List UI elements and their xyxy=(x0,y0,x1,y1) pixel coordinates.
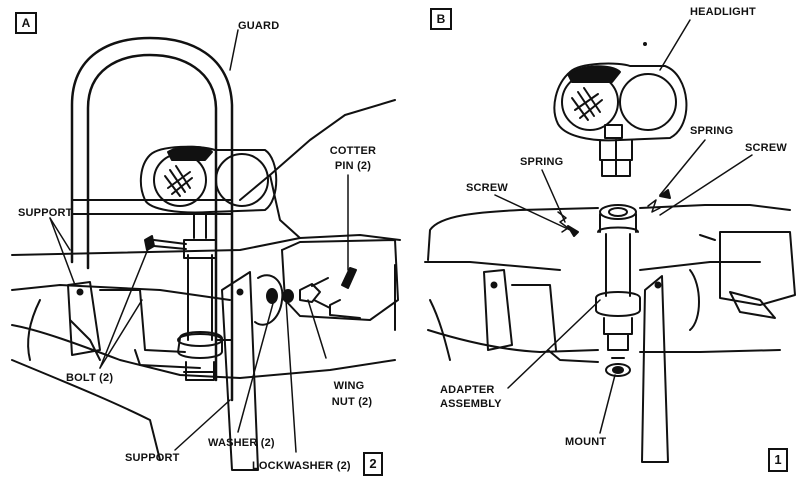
panel-a-leaders xyxy=(49,29,349,453)
panel-b-page-number: 1 xyxy=(768,448,788,472)
label-support-bottom: SUPPORT xyxy=(125,452,180,464)
panel-a-drawing xyxy=(11,29,401,471)
panel-b-letter: B xyxy=(430,8,452,30)
panel-a-page-number: 2 xyxy=(363,452,383,476)
panel-a-guard xyxy=(70,36,234,402)
panel-a-post xyxy=(177,214,223,381)
label-washer: WASHER (2) xyxy=(208,437,275,449)
label-screw-right: SCREW xyxy=(745,142,787,154)
label-mount: MOUNT xyxy=(565,436,607,448)
label-bolt: BOLT (2) xyxy=(66,372,114,384)
panel-b-springs-screws xyxy=(557,189,671,237)
panel-b-right-support xyxy=(641,275,669,463)
label-adapter-line2: ASSEMBLY xyxy=(440,398,502,410)
panel-b-left-support xyxy=(483,269,599,363)
panel-a-hardware xyxy=(254,239,399,326)
label-adapter-line1: ADAPTER xyxy=(440,384,495,396)
label-spring-left: SPRING xyxy=(520,156,564,168)
label-headlight: HEADLIGHT xyxy=(690,6,756,18)
panel-a-headlight xyxy=(139,145,278,214)
label-support-left: SUPPORT xyxy=(18,207,73,219)
panel-b-adapter-assembly xyxy=(595,204,641,377)
label-lockwasher: LOCKWASHER (2) xyxy=(252,460,351,472)
label-spring-right: SPRING xyxy=(690,125,734,137)
panel-b-drawing xyxy=(424,19,796,463)
panel-b-leaders xyxy=(494,19,753,434)
label-screw-left: SCREW xyxy=(466,182,508,194)
label-cotter-pin-line1: COTTER xyxy=(329,145,377,157)
panel-b-headlight xyxy=(553,62,688,177)
label-cotter-pin-line2: PIN (2) xyxy=(334,160,372,172)
panel-a-right-support xyxy=(221,271,259,471)
panel-a-left-support xyxy=(67,281,201,369)
label-guard: GUARD xyxy=(238,20,280,32)
label-wing-nut-line2: NUT (2) xyxy=(331,396,373,408)
panel-a-letter: A xyxy=(15,12,37,34)
panel-a-vehicle-body xyxy=(11,99,401,461)
label-wing-nut-line1: WING xyxy=(333,380,365,392)
panel-a-bolt xyxy=(144,235,187,251)
